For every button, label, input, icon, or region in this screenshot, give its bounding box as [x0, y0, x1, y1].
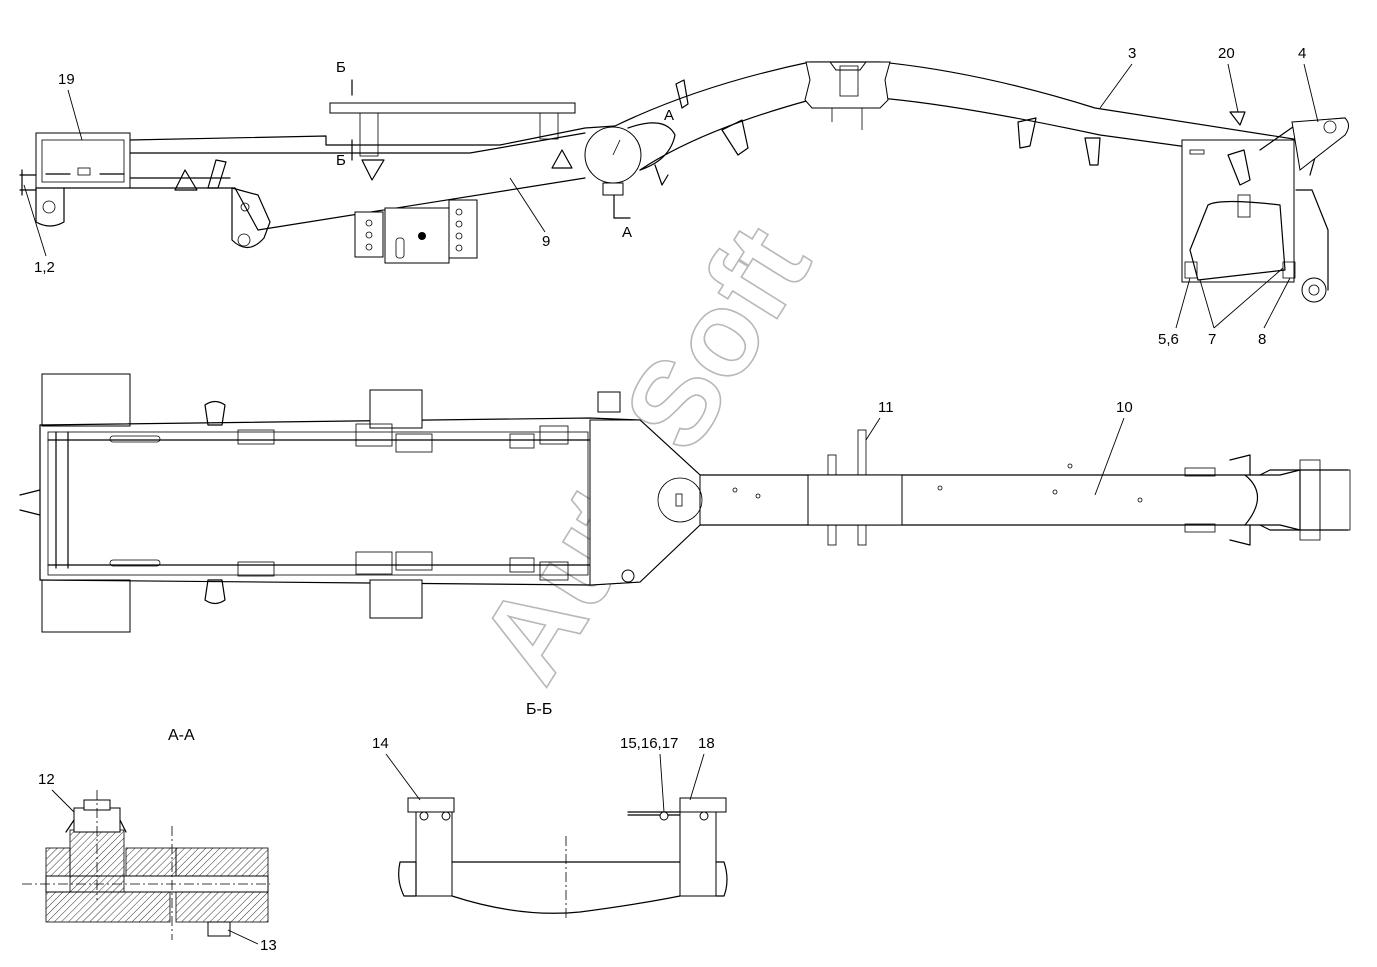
section-mark-b-top: Б	[336, 59, 346, 76]
callout-3: 3	[1128, 45, 1136, 62]
section-title-b-b: Б-Б	[526, 701, 552, 718]
callout-13: 13	[260, 937, 277, 954]
section-mark-a-top: А	[664, 107, 674, 124]
top-view: 11 10	[19, 373, 1351, 633]
section-b-b: Б-Б 14 15,16,17 18	[372, 701, 728, 920]
section-mark-b-bottom: Б	[336, 152, 346, 169]
callout-8: 8	[1258, 331, 1266, 348]
callout-4: 4	[1298, 45, 1306, 62]
callout-5-6: 5,6	[1158, 331, 1179, 348]
side-view: Б Б А А 19 1,2 9 3 20 4 5,6 7 8	[19, 45, 1349, 348]
callout-12: 12	[38, 771, 55, 788]
callout-18: 18	[698, 735, 715, 752]
callout-9: 9	[542, 233, 550, 250]
callout-11: 11	[878, 399, 894, 416]
section-a-a: А-А 12 13	[22, 727, 277, 954]
callout-10: 10	[1116, 399, 1133, 416]
platform-top	[329, 102, 576, 114]
callout-19: 19	[58, 71, 75, 88]
callout-1-2: 1,2	[34, 259, 55, 276]
section-title-a-a: А-А	[168, 727, 195, 744]
callout-20: 20	[1218, 45, 1235, 62]
callout-15-16-17: 15,16,17	[620, 735, 678, 752]
callout-14: 14	[372, 735, 389, 752]
rear-module-19	[35, 132, 131, 189]
callout-7: 7	[1208, 331, 1216, 348]
section-mark-a-bottom: А	[622, 224, 632, 241]
